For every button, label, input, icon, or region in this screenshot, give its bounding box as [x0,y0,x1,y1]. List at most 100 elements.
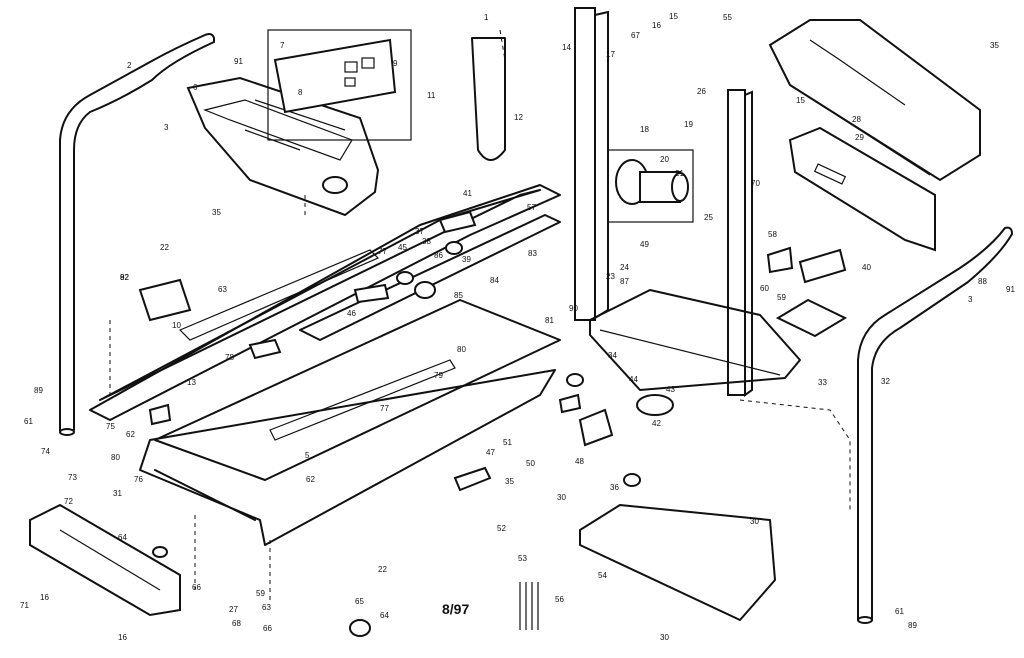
callout-labels: 1 2 3 3 5 6 7 8 9 10 11 12 13 14 15 15 1… [20,12,1015,642]
callout-59b: 59 [256,589,265,598]
frame-uprights [574,7,753,397]
drive-belt [471,37,506,161]
motor-pan [579,504,776,621]
callout-21: 21 [675,169,684,178]
callout-13: 13 [187,378,196,387]
callout-53: 53 [518,554,527,563]
callout-26: 26 [697,87,706,96]
callout-86: 86 [434,251,443,260]
callout-23: 23 [606,272,615,281]
callout-74: 74 [41,447,50,456]
callout-68: 68 [232,619,241,628]
callout-62b: 62 [126,430,135,439]
callout-90: 90 [569,304,578,313]
console-base [186,76,380,217]
callout-66b: 66 [263,624,272,633]
callout-84: 84 [490,276,499,285]
callout-40: 40 [862,263,871,272]
callout-28: 28 [852,115,861,124]
callout-67: 67 [631,31,640,40]
callout-15b: 15 [796,96,805,105]
callout-50: 50 [526,459,535,468]
callout-85: 85 [454,291,463,300]
callout-7: 7 [280,41,285,50]
callout-38: 38 [422,237,431,246]
control-board [775,298,848,338]
callout-48: 48 [575,457,584,466]
callout-77b: 77 [380,404,389,413]
callout-51: 51 [503,438,512,447]
callout-76: 76 [134,475,143,484]
callout-31: 31 [113,489,122,498]
callout-91b: 91 [1006,285,1015,294]
callout-36: 36 [610,483,619,492]
callout-33: 33 [818,378,827,387]
callout-58: 58 [768,230,777,239]
callout-49: 49 [640,240,649,249]
callout-34: 34 [608,351,617,360]
callout-64b: 64 [380,611,389,620]
callout-65: 65 [355,597,364,606]
callout-70: 70 [751,179,760,188]
callout-35b: 35 [990,41,999,50]
callout-62: 62 [306,475,315,484]
callout-9: 9 [393,59,398,68]
callout-32: 32 [881,377,890,386]
main-frame-base [589,289,801,416]
callout-20: 20 [660,155,669,164]
callout-63b: 63 [262,603,271,612]
callout-45: 45 [398,243,407,252]
callout-59: 59 [777,293,786,302]
callout-91: 91 [234,57,243,66]
callout-19: 19 [684,120,693,129]
callout-3: 3 [164,123,169,132]
callout-22: 22 [160,243,169,252]
callout-66: 66 [192,583,201,592]
callout-8: 8 [298,88,303,97]
callout-16b: 16 [40,593,49,602]
callout-39: 39 [462,255,471,264]
callout-79: 79 [434,371,443,380]
callout-89b: 89 [908,621,917,630]
callout-15: 15 [669,12,678,21]
callout-55: 55 [723,13,732,22]
callout-92: 92 [120,273,129,282]
callout-54: 54 [598,571,607,580]
callout-35c: 35 [505,477,514,486]
callout-56: 56 [555,595,564,604]
motor-assembly-inset [604,149,694,223]
callout-2: 2 [127,61,132,70]
callout-41: 41 [463,189,472,198]
callout-77: 77 [378,247,387,256]
left-upright-handrail [59,33,215,436]
console-overlay-inset [267,29,412,141]
callout-6: 6 [193,83,198,92]
callout-24: 24 [620,263,629,272]
callout-87: 87 [620,277,629,286]
callout-16c: 16 [118,633,127,642]
callout-18: 18 [640,125,649,134]
callout-10: 10 [172,321,181,330]
callout-64: 64 [118,533,127,542]
callout-78: 78 [225,353,234,362]
callout-88: 88 [978,277,987,286]
callout-22b: 22 [378,565,387,574]
callout-83: 83 [528,249,537,258]
small-parts [138,210,847,637]
callout-11: 11 [427,91,436,100]
callout-73: 73 [68,473,77,482]
callout-42: 42 [652,419,661,428]
callout-80: 80 [111,453,120,462]
callout-27: 27 [229,605,238,614]
callout-30: 30 [557,493,566,502]
hood-bracket [788,126,936,252]
callout-89: 89 [34,386,43,395]
rear-end-cap [29,503,181,617]
callout-52: 52 [497,524,506,533]
callout-82: 82 [120,273,129,282]
callout-71: 71 [20,601,29,610]
callout-63: 63 [218,285,227,294]
callout-46: 46 [347,309,356,318]
